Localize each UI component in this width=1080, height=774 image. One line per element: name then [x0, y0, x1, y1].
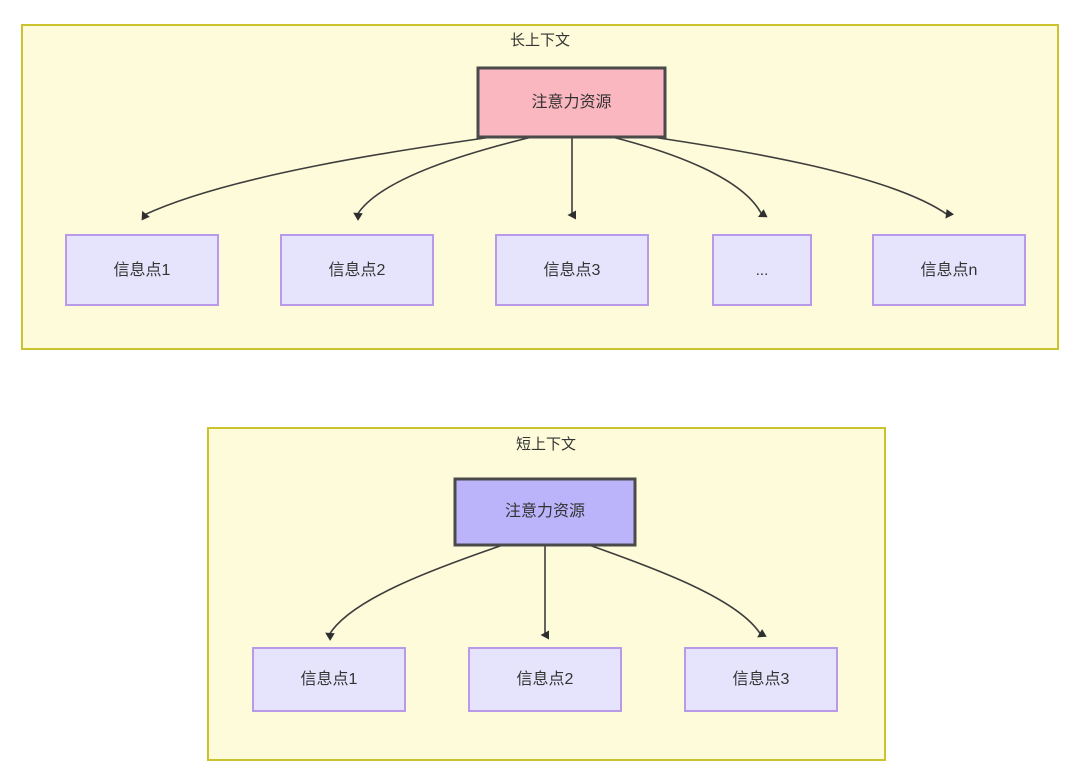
short-info-label-3: 信息点3 — [733, 670, 790, 688]
long-info-label-n: 信息点n — [921, 261, 978, 279]
short-info-label-1: 信息点1 — [301, 670, 358, 688]
short-info-label-2: 信息点2 — [517, 670, 574, 688]
list-item[interactable]: 信息点3 — [495, 234, 649, 306]
short-context-group: 短上下文 注意力资源 信息点1 信息点2 信息点3 — [207, 427, 886, 761]
long-info-label-2: 信息点2 — [329, 261, 386, 279]
short-context-root-node[interactable]: 注意力资源 — [453, 477, 637, 547]
short-info-box-2[interactable] — [468, 647, 622, 712]
edge-root-to-info-1 — [141, 136, 493, 221]
long-context-root-box[interactable] — [476, 66, 667, 139]
long-context-root-label: 注意力资源 — [531, 92, 611, 111]
list-item[interactable]: 信息点1 — [252, 647, 406, 712]
edge-root-to-info-4 — [611, 136, 768, 218]
list-item[interactable]: 信息点2 — [280, 234, 434, 306]
edge-short-root-to-info-1 — [325, 544, 504, 641]
short-context-root-label: 注意力资源 — [505, 501, 585, 520]
short-info-box-3[interactable] — [684, 647, 838, 712]
long-context-title: 长上下文 — [510, 32, 570, 49]
list-item[interactable]: ... — [712, 234, 812, 306]
edge-root-to-info-5 — [651, 136, 954, 219]
short-context-root-box[interactable] — [453, 477, 637, 547]
long-info-label-ellipsis: ... — [756, 262, 769, 279]
long-info-box-n[interactable] — [872, 234, 1026, 306]
list-item[interactable]: 信息点2 — [468, 647, 622, 712]
list-item[interactable]: 信息点n — [872, 234, 1026, 306]
long-info-box-ellipsis[interactable] — [712, 234, 812, 306]
long-info-box-3[interactable] — [495, 234, 649, 306]
edge-short-root-to-info-3 — [588, 544, 767, 638]
long-context-group: 长上下文 注意力资源 信息点1 信息点2 信 — [21, 24, 1059, 350]
short-info-box-1[interactable] — [252, 647, 406, 712]
long-info-box-1[interactable] — [65, 234, 219, 306]
edge-root-to-info-2 — [353, 136, 533, 221]
list-item[interactable]: 信息点3 — [684, 647, 838, 712]
short-context-title: 短上下文 — [516, 436, 576, 453]
long-info-box-2[interactable] — [280, 234, 434, 306]
long-context-root-node[interactable]: 注意力资源 — [476, 66, 667, 139]
long-info-label-3: 信息点3 — [544, 261, 601, 279]
list-item[interactable]: 信息点1 — [65, 234, 219, 306]
long-info-label-1: 信息点1 — [114, 261, 171, 279]
